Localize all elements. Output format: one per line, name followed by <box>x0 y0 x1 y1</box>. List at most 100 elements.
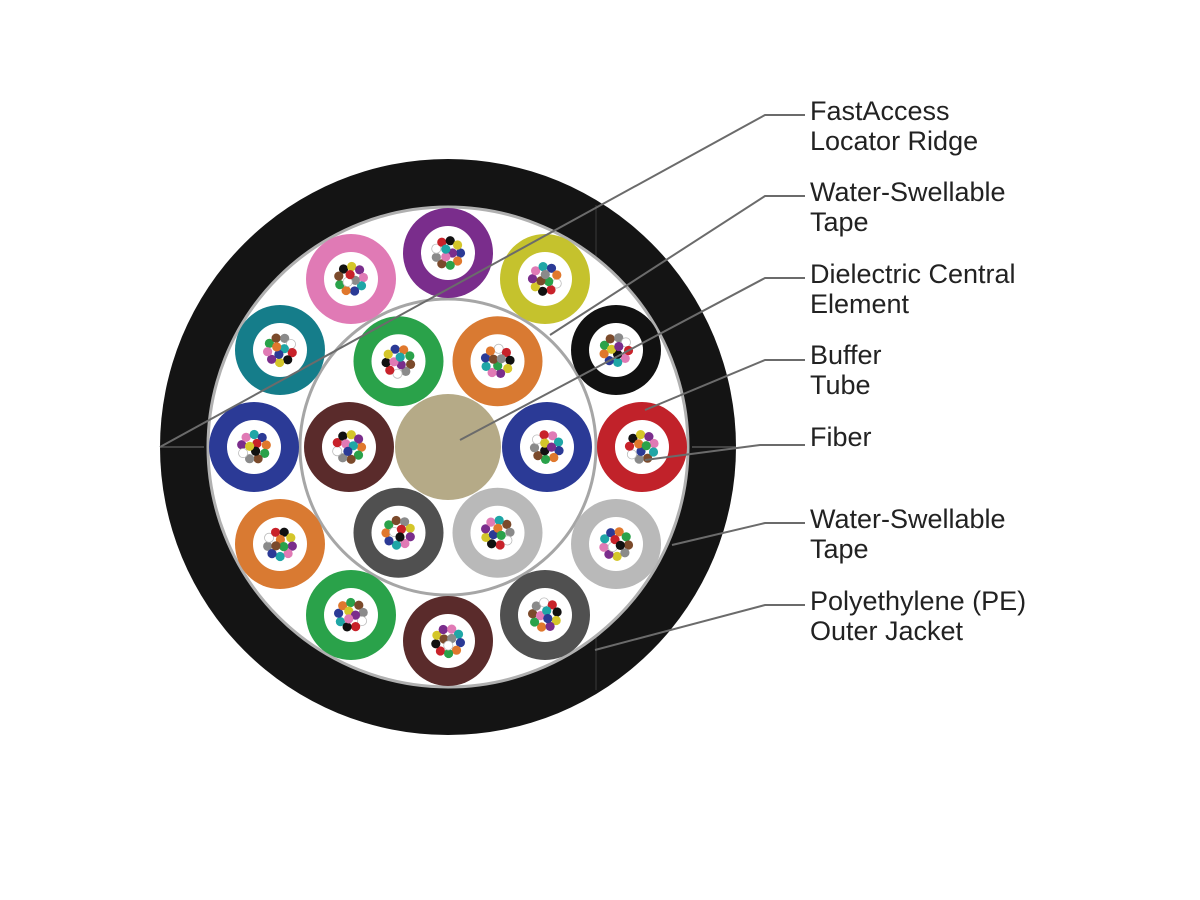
fiber <box>532 434 543 445</box>
fiber <box>487 539 497 549</box>
fiber <box>238 448 249 459</box>
label-outer-jacket-line2: Outer Jacket <box>810 616 964 646</box>
fiber <box>261 440 271 450</box>
fiber <box>341 285 351 296</box>
fiber <box>605 334 615 344</box>
fiber <box>432 630 442 640</box>
fiber <box>390 344 400 354</box>
fiber <box>354 600 364 610</box>
buffer-tube-outer-rose <box>306 233 396 324</box>
fiber <box>496 530 506 541</box>
fiber <box>538 262 548 272</box>
fiber <box>481 532 491 543</box>
fiber <box>438 624 448 635</box>
fiber <box>610 535 620 545</box>
leader-lines <box>159 114 805 651</box>
buffer-tube-outer-blue <box>209 402 299 492</box>
fiber <box>385 365 395 375</box>
fiber <box>267 549 277 559</box>
fiber <box>260 448 270 458</box>
fiber <box>341 439 351 449</box>
fiber <box>546 263 557 273</box>
fiber <box>275 551 285 562</box>
fiber <box>354 434 364 444</box>
fiber <box>271 333 281 343</box>
fiber <box>275 357 285 368</box>
fiber <box>549 452 559 463</box>
fiber <box>481 524 491 534</box>
fiber <box>546 442 557 452</box>
fiber <box>531 601 541 611</box>
fiber <box>621 532 631 542</box>
fiber <box>540 446 550 456</box>
fiber <box>453 240 463 250</box>
fiber <box>396 360 406 370</box>
fiber <box>346 430 356 440</box>
fiber <box>271 541 281 551</box>
buffer-tube-outer-yellow <box>500 233 590 324</box>
fiber <box>355 265 365 275</box>
fiber <box>530 617 540 627</box>
fiber <box>548 431 558 441</box>
fiber <box>649 438 659 449</box>
fiber <box>441 244 451 254</box>
fiber <box>455 638 465 648</box>
fiber <box>453 256 463 266</box>
fiber <box>384 536 394 546</box>
fiber <box>614 527 624 537</box>
fiber <box>343 446 353 456</box>
fiber <box>552 607 562 617</box>
label-central-element-line1: Dielectric Central <box>810 259 1016 289</box>
fiber <box>350 286 360 296</box>
fiber <box>539 430 549 440</box>
leader-buffer-tube <box>644 359 805 411</box>
buffer-tube-inner-brown <box>304 402 394 492</box>
fiber <box>347 261 357 272</box>
fiber <box>358 272 368 283</box>
fiber <box>644 432 654 442</box>
label-outer-jacket-line1: Polyethylene (PE) <box>810 586 1026 616</box>
buffer-tube-inner-blue <box>502 402 592 492</box>
fiber <box>399 345 409 355</box>
fiber <box>444 648 454 659</box>
fiber <box>533 451 543 461</box>
fiber <box>381 528 391 538</box>
fiber <box>494 515 504 526</box>
fiber <box>453 629 464 639</box>
fiber <box>624 441 635 451</box>
fiber <box>267 354 277 364</box>
fiber <box>447 624 457 634</box>
fiber <box>283 548 293 559</box>
fiber <box>237 440 247 450</box>
buffer-tube-outer-red <box>597 402 687 492</box>
fiber <box>338 601 348 611</box>
fiber <box>245 454 255 464</box>
fiber <box>614 333 624 343</box>
fiber <box>495 540 505 550</box>
fiber <box>527 274 538 284</box>
fiber <box>536 276 546 286</box>
fiber <box>279 344 289 354</box>
fiber <box>493 361 503 371</box>
fiber <box>641 441 651 451</box>
fiber <box>286 533 296 543</box>
fiber <box>400 517 410 527</box>
buffer-tube-outer-green <box>306 570 396 661</box>
fiber <box>279 527 289 537</box>
label-water-tape-2-line1: Water-Swellable <box>810 504 1006 534</box>
fiber <box>391 515 401 526</box>
fiber <box>287 541 297 551</box>
fiber <box>554 446 564 456</box>
fiber <box>264 532 275 543</box>
buffer-tubes-group <box>209 208 687 686</box>
fiber <box>528 609 538 619</box>
leader-water-swellable-tape-outer <box>671 522 805 546</box>
fiber <box>620 353 630 363</box>
buffer-tube-inner-gray <box>353 487 444 578</box>
fiber <box>263 347 273 357</box>
fiber <box>626 449 637 460</box>
fiber <box>628 433 638 443</box>
label-central-element-line2: Element <box>810 289 910 319</box>
label-fiber: Fiber <box>810 422 872 452</box>
fiber <box>342 622 352 632</box>
